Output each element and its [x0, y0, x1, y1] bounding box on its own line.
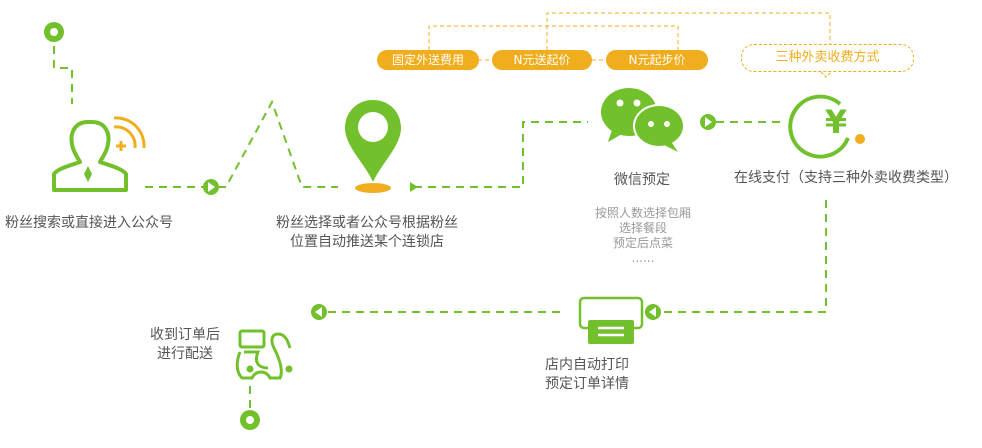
step-locate-label: 粉丝选择或者公众号根据粉丝 位置自动推送某个连锁店: [268, 214, 466, 252]
step-print-line2: 预定订单详情: [545, 376, 629, 392]
arrow-right-icon: [700, 114, 716, 130]
step-locate-line2: 位置自动推送某个连锁店: [290, 234, 444, 250]
fee-bracket: [428, 25, 679, 50]
connector-locate-wechat: [414, 121, 588, 188]
yen-circle-icon: ¥: [788, 94, 865, 159]
start-pin-icon: [44, 22, 64, 42]
end-pin-icon: [240, 410, 260, 430]
step-wechat-details: 按照人数选择包厢 选择餐段 预定后点菜 ......: [582, 206, 704, 266]
fee-link: [546, 12, 831, 50]
step-wechat-label: 微信预定: [614, 172, 670, 188]
step-print-label: 店内自动打印 预定订单详情: [545, 356, 629, 394]
printer-icon: [578, 296, 644, 344]
step-deliver-line1: 收到订单后: [150, 327, 220, 343]
svg-text:¥: ¥: [825, 103, 847, 141]
fee-connectors: [428, 12, 831, 61]
arrow-left-icon: [410, 182, 418, 192]
flow-connectors: [53, 46, 827, 410]
connector-start: [53, 46, 73, 104]
connector-payment-print: [660, 200, 827, 313]
step-locate-line1: 粉丝选择或者公众号根据粉丝: [276, 215, 458, 231]
fee-type-pill: N元送起价: [492, 50, 592, 70]
arrow-left-icon: [645, 304, 661, 320]
arrow-left-icon: [311, 304, 327, 320]
fee-type-pill: N元起步价: [606, 50, 708, 70]
user-wifi-plus-icon: [52, 116, 146, 192]
detail-line: 按照人数选择包厢: [594, 206, 691, 220]
detail-line: ......: [631, 251, 655, 265]
fee-types-bubble: 三种外卖收费方式: [741, 44, 914, 72]
step-deliver-line2: 进行配送: [157, 346, 213, 362]
step-print-line1: 店内自动打印: [545, 357, 629, 373]
step-payment-label: 在线支付（支持三种外卖收费类型）: [734, 170, 958, 186]
fee-type-pill: 固定外送费用: [377, 50, 479, 70]
wechat-icon: [601, 88, 685, 152]
bubble-tail: [821, 71, 831, 81]
map-pin-icon: [345, 100, 401, 193]
arrow-right-icon: [203, 179, 219, 195]
connector-zigzag: [218, 99, 338, 188]
detail-line: 预定后点菜: [612, 236, 673, 250]
step-deliver-label: 收到订单后 进行配送: [150, 326, 220, 364]
bubble-tail-outline: [820, 71, 832, 78]
scooter-icon: [235, 329, 293, 380]
step-search-label: 粉丝搜索或直接进入公众号: [5, 215, 173, 231]
detail-line: 选择餐段: [618, 221, 667, 235]
